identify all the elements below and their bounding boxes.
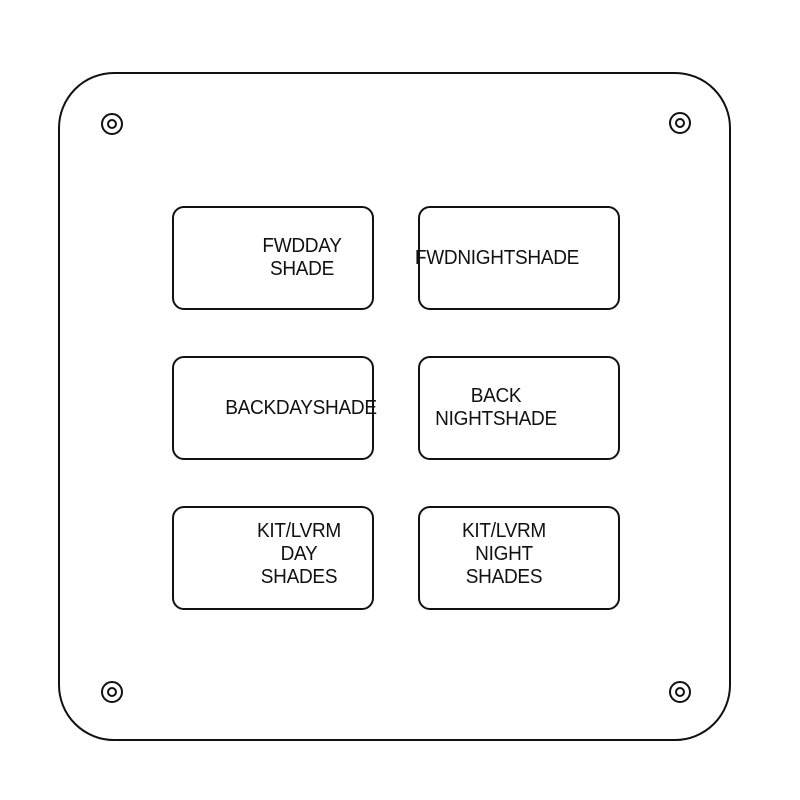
screw-top-right-icon [669,112,691,134]
screw-bottom-right-icon [669,681,691,703]
kit-lvrm-day-shades-button[interactable] [172,506,374,610]
screw-top-left-icon [101,113,123,135]
back-night-shade-label: BACK NIGHTSHADE [435,385,557,430]
back-day-shade-button[interactable] [172,356,374,460]
back-night-shade-button[interactable] [418,356,620,460]
back-day-shade-label: BACKDAYSHADE [225,397,377,419]
fwd-day-shade-button[interactable] [172,206,374,310]
kit-lvrm-day-shades-label: KIT/LVRM DAY SHADES [257,520,341,588]
kit-lvrm-night-shades-button[interactable] [418,506,620,610]
fwd-night-shade-label: FWDNIGHTSHADE [414,247,580,269]
kit-lvrm-night-shades-label: KIT/LVRM NIGHT SHADES [462,520,546,588]
fwd-day-shade-label: FWDDAY SHADE [262,235,342,280]
screw-bottom-left-icon [101,681,123,703]
wall-plate [58,72,731,741]
fwd-night-shade-button[interactable] [418,206,620,310]
